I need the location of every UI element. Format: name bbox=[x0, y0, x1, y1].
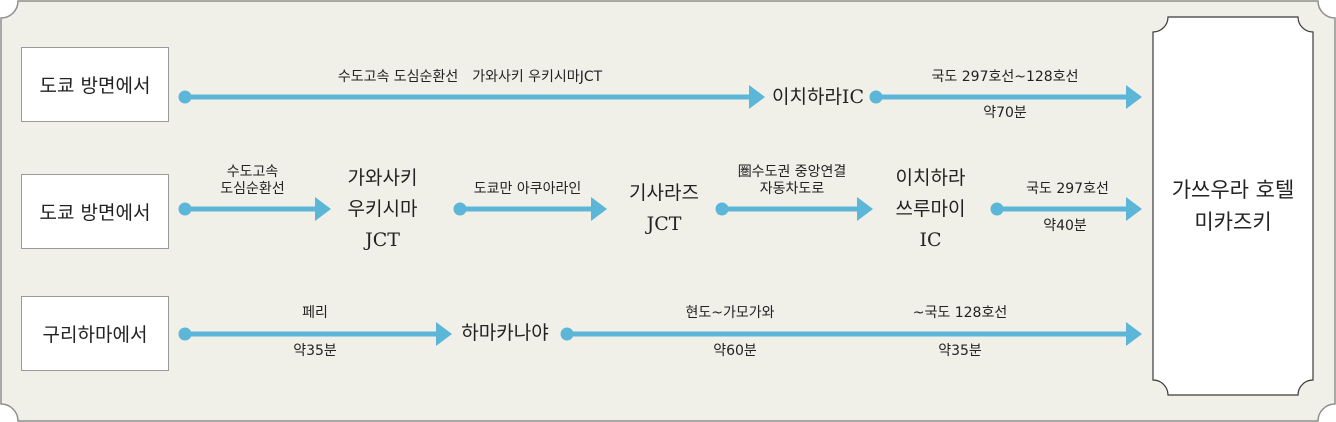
route3-node1: 하마카나야 bbox=[461, 322, 549, 344]
route2-seg3-label-line2: 자동차도로 bbox=[759, 181, 825, 197]
route3-arrow-1-head bbox=[436, 322, 452, 346]
route1-arrow-2-start-dot bbox=[869, 90, 883, 104]
route2-node2: 기사라즈 JCT bbox=[612, 178, 716, 240]
route1-seg2-label: 국도 297호선~128호선 bbox=[931, 69, 1079, 85]
origin-label-1: 도쿄 방면에서 bbox=[39, 75, 151, 97]
route3-arrow-1 bbox=[178, 322, 452, 346]
route2-seg4-time: 약40분 bbox=[1043, 218, 1087, 234]
route2-arrow-2-start-dot bbox=[453, 202, 467, 216]
route2-node1: 가와사키 우키시마 JCT bbox=[330, 163, 435, 256]
origin-box-2: 도쿄 방면에서 bbox=[21, 174, 169, 249]
route1-arrow-2-head bbox=[1126, 85, 1142, 109]
route2-node1-line2: 우키시마 bbox=[347, 198, 418, 220]
route2-arrow-3 bbox=[715, 197, 873, 221]
route2-node2-line1: 기사라즈 bbox=[629, 182, 699, 204]
route2-arrow-3-start-dot bbox=[715, 202, 729, 216]
origin-label-2: 도쿄 방면에서 bbox=[39, 202, 151, 224]
route2-node3-line2: 쓰루마이 bbox=[895, 198, 966, 220]
route2-arrow-2-head bbox=[591, 197, 607, 221]
route2-seg1-label: 수도고속 도심순환선 bbox=[195, 164, 310, 198]
route3-arrow-2-head bbox=[1126, 322, 1142, 346]
route2-node3-line3: IC bbox=[919, 229, 942, 251]
route1-arrow-1 bbox=[178, 85, 765, 109]
route3-arrow-1-start-dot bbox=[178, 327, 192, 341]
route2-node1-line3: JCT bbox=[365, 229, 400, 251]
route3-arrow-2 bbox=[560, 322, 1142, 346]
route2-seg1-label-line2: 도심순환선 bbox=[220, 181, 285, 197]
route3-seg2-label: 현도~가모가와 bbox=[685, 305, 775, 321]
route2-arrow-1-head bbox=[315, 197, 331, 221]
route1-arrow-2 bbox=[869, 85, 1142, 109]
origin-box-1: 도쿄 방면에서 bbox=[21, 47, 169, 122]
route2-arrow-1-start-dot bbox=[178, 202, 192, 216]
origin-box-3: 구리하마에서 bbox=[21, 296, 169, 371]
route3-seg3-label: ~국도 128호선 bbox=[912, 305, 1008, 321]
route1-arrow-1-start-dot bbox=[178, 90, 192, 104]
destination-name-line2: 미카즈키 bbox=[1194, 210, 1272, 234]
route2-arrow-1 bbox=[178, 197, 331, 221]
origin-label-3: 구리하마에서 bbox=[42, 324, 148, 346]
route3-seg1-label: 페리 bbox=[302, 305, 328, 321]
route1-arrow-1-head bbox=[749, 85, 765, 109]
route1-seg1-label: 수도고속 도심순환선 가와사키 우키시마JCT bbox=[337, 69, 603, 85]
route3-seg2-time: 약60분 bbox=[713, 343, 757, 359]
route2-seg2-label: 도쿄만 아쿠아라인 bbox=[473, 181, 582, 197]
route2-seg3-label: 圏수도권 중앙연결 자동차도로 bbox=[712, 164, 872, 198]
destination-name-line1: 가쓰우라 호텔 bbox=[1171, 178, 1295, 202]
route2-arrow-2 bbox=[453, 197, 607, 221]
route2-arrow-3-head bbox=[857, 197, 873, 221]
route1-node1: 이치하라IC bbox=[772, 86, 864, 108]
route2-node1-line1: 가와사키 bbox=[347, 167, 418, 189]
route3-seg1-time: 약35분 bbox=[293, 343, 337, 359]
route3-arrow-2-start-dot bbox=[560, 327, 574, 341]
route2-node3: 이치하라 쓰루마이 IC bbox=[878, 163, 983, 256]
route2-arrow-4-head bbox=[1126, 197, 1142, 221]
route1-seg2-time: 약70분 bbox=[983, 105, 1027, 121]
route2-node3-line1: 이치하라 bbox=[895, 167, 966, 189]
route2-arrow-4-start-dot bbox=[990, 202, 1004, 216]
destination-box: 가쓰우라 호텔 미카즈키 bbox=[1153, 17, 1313, 395]
route3-seg3-time: 약35분 bbox=[938, 343, 982, 359]
route2-arrow-4 bbox=[990, 197, 1142, 221]
route2-node2-line2: JCT bbox=[646, 213, 682, 235]
route2-seg3-label-line1: 圏수도권 중앙연결 bbox=[737, 164, 847, 180]
route2-seg4-label: 국도 297호선 bbox=[1026, 181, 1109, 197]
route2-seg1-label-line1: 수도고속 bbox=[226, 164, 279, 180]
